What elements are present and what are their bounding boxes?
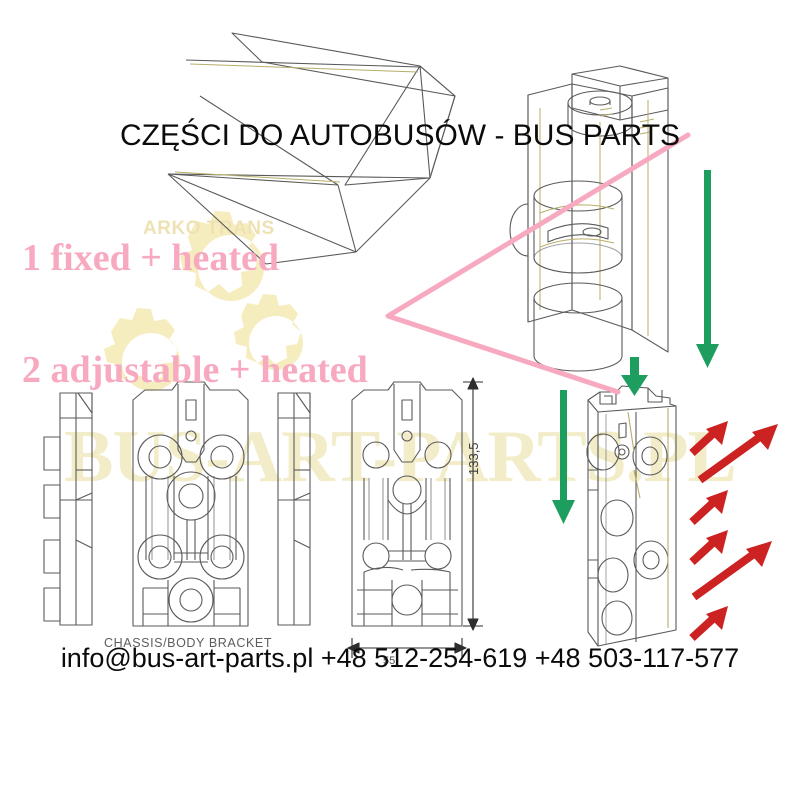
dimension-lines bbox=[347, 377, 483, 658]
bracket-side-view-right bbox=[277, 392, 311, 626]
gear-icon-left bbox=[104, 308, 180, 391]
dimension-height-label: 133,5 bbox=[466, 442, 481, 475]
gear-icon-large bbox=[180, 211, 264, 301]
green-arrow-down-left-long bbox=[552, 390, 575, 524]
watermark-site-url: BUS-ART-PARTS.PL bbox=[64, 416, 737, 498]
bracket-front-view-2 bbox=[351, 381, 463, 627]
annotation-variant-1: 1 fixed + heated bbox=[22, 237, 280, 279]
green-arrow-down-right bbox=[696, 170, 719, 368]
bracket-side-view-left bbox=[43, 392, 93, 626]
annotation-variant-2: 2 adjustable + heated bbox=[22, 349, 368, 391]
page-title: CZĘŚCI DO AUTOBUSÓW - BUS PARTS bbox=[119, 119, 681, 152]
gear-icon-small bbox=[234, 294, 303, 370]
contact-info: info@bus-art-parts.pl +48 512-254-619 +4… bbox=[60, 643, 740, 673]
drawing-caption: CHASSIS/BODY BRACKET bbox=[104, 636, 273, 650]
watermark-arkotrans: ARKO TRANS bbox=[143, 218, 275, 239]
isometric-assembly-3d bbox=[167, 32, 669, 372]
pink-pointer-line bbox=[385, 132, 691, 395]
green-arrow-down-center bbox=[621, 357, 648, 396]
red-arrow-group bbox=[689, 421, 778, 641]
bracket-front-view-1 bbox=[132, 381, 249, 627]
dimension-width-label: 55 bbox=[383, 655, 396, 667]
